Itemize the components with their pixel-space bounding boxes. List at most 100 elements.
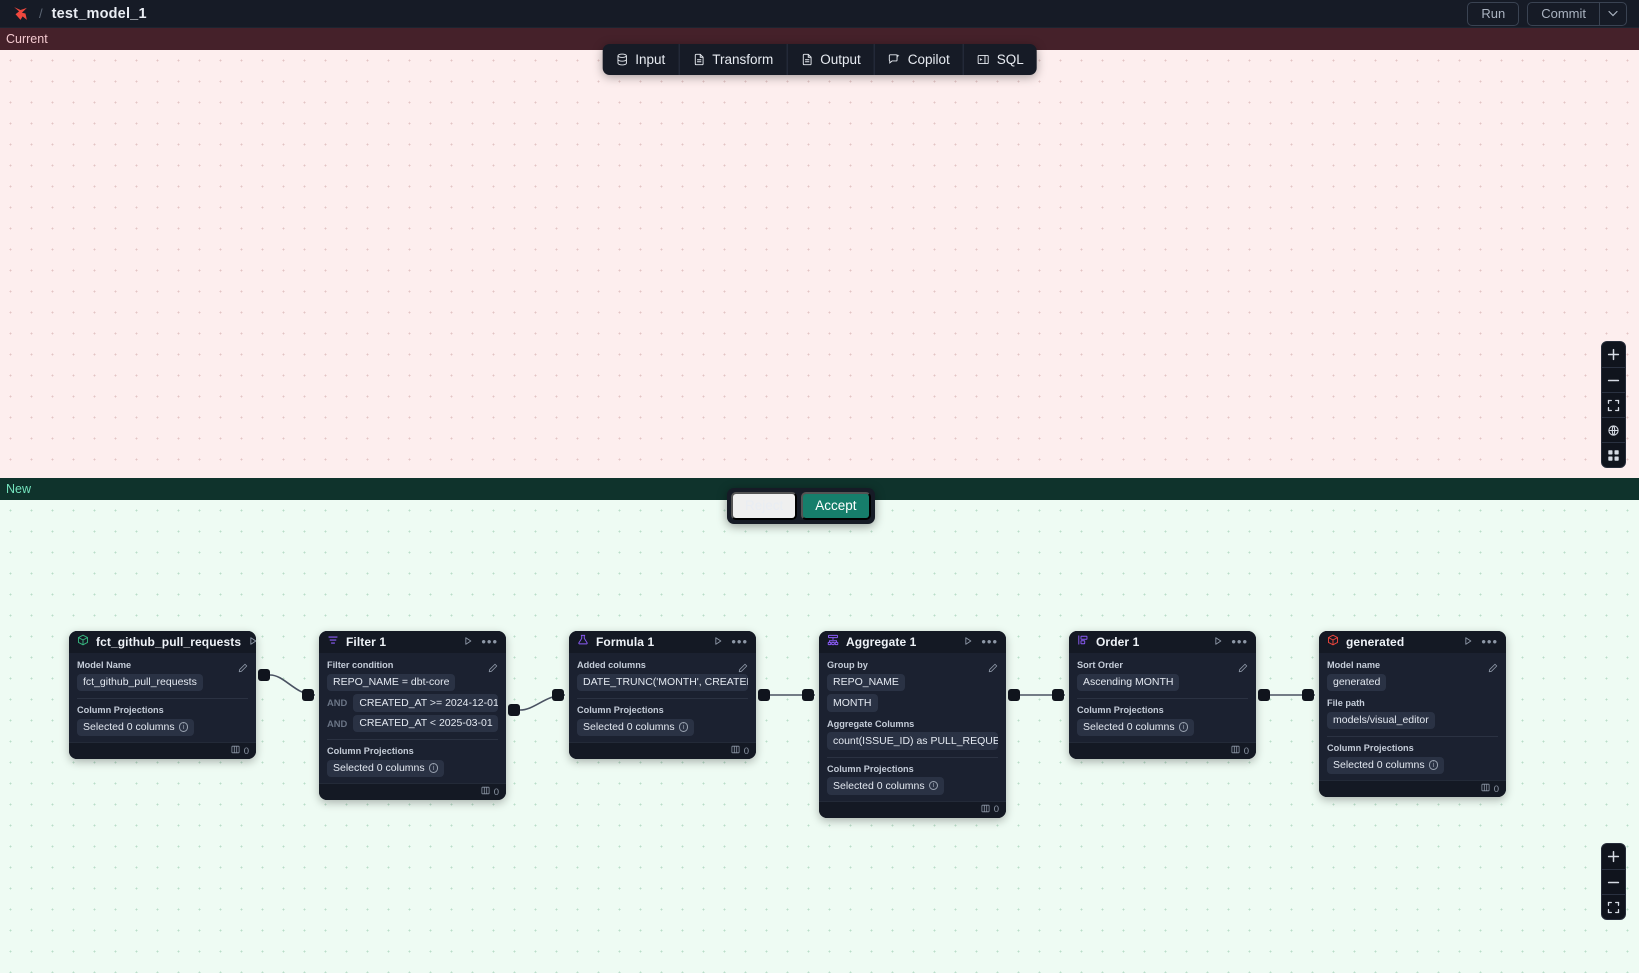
node-menu-icon[interactable]: ••• (731, 634, 748, 649)
toolbar-item-copilot[interactable]: Copilot (873, 44, 963, 75)
chevron-down-icon[interactable] (1599, 2, 1626, 25)
socket-in-filter1[interactable] (302, 689, 314, 701)
socket-out-aggregate1[interactable] (1008, 689, 1020, 701)
divider (827, 756, 998, 758)
node-header[interactable]: generated••• (1319, 631, 1506, 653)
value-chip[interactable]: CREATED_AT >= 2024-12-01 (353, 694, 498, 712)
node-header[interactable]: Aggregate 1••• (819, 631, 1006, 653)
toolbar-item-output[interactable]: Output (786, 44, 874, 75)
toolbar-item-label: Copilot (907, 52, 950, 67)
run-node-icon[interactable] (963, 633, 973, 651)
value-chip[interactable]: CREATED_AT < 2025-03-01 (353, 714, 498, 732)
edit-pencil-icon[interactable] (488, 660, 498, 678)
node-header[interactable]: Formula 1••• (569, 631, 756, 653)
columns-icon (1481, 783, 1490, 795)
socket-in-aggregate1[interactable] (802, 689, 814, 701)
node-header[interactable]: fct_github_pull_requests••• (69, 631, 256, 653)
value-chip[interactable]: REPO_NAME = dbt-core (327, 673, 456, 691)
toolbar-item-label: SQL (996, 52, 1024, 67)
value-chip[interactable]: count(ISSUE_ID) as PULL_REQUEST_… (827, 732, 998, 750)
lock-globe-icon[interactable] (1602, 417, 1625, 442)
canvas-new[interactable]: fct_github_pull_requests•••Model Namefct… (0, 500, 1639, 973)
mini-map-icon[interactable] (1602, 442, 1625, 467)
value-chip[interactable]: generated (1327, 673, 1387, 691)
node-menu-icon[interactable]: ••• (1481, 634, 1498, 649)
edit-pencil-icon[interactable] (1488, 660, 1498, 678)
value-chip[interactable]: Ascending MONTH (1077, 673, 1180, 691)
value-chip[interactable]: DATE_TRUNC('MONTH', CREATED_AT… (577, 673, 748, 691)
socket-out-filter1[interactable] (508, 704, 520, 716)
database-icon (615, 53, 628, 66)
field-label: Column Projections (577, 705, 664, 715)
brand-x-icon[interactable] (10, 4, 30, 24)
edit-pencil-icon[interactable] (988, 660, 998, 678)
fit-view-icon[interactable] (1602, 392, 1625, 417)
node-menu-icon[interactable]: ••• (981, 634, 998, 649)
edit-pencil-icon[interactable] (1238, 660, 1248, 678)
socket-out-source[interactable] (258, 669, 270, 681)
socket-out-order1[interactable] (1258, 689, 1270, 701)
zoom-in-icon[interactable] (1602, 844, 1625, 869)
columns-icon (731, 745, 740, 757)
value-chip[interactable]: models/visual_editor (1327, 711, 1435, 729)
run-node-icon[interactable] (1213, 633, 1223, 651)
info-icon[interactable]: i (1428, 760, 1439, 770)
run-button[interactable]: Run (1467, 1, 1520, 26)
value-chip[interactable]: REPO_NAME (827, 673, 905, 691)
socket-out-formula1[interactable] (758, 689, 770, 701)
run-node-icon[interactable] (463, 633, 473, 651)
node-menu-icon[interactable]: ••• (481, 634, 498, 649)
info-icon[interactable]: i (1178, 722, 1189, 732)
columns-icon (1231, 745, 1240, 757)
canvas-current[interactable] (0, 50, 1639, 478)
chip-row: fct_github_pull_requests (77, 673, 248, 691)
toolbar-item-transform[interactable]: Transform (678, 44, 786, 75)
zoom-in-icon[interactable] (1602, 342, 1625, 367)
fit-view-icon[interactable] (1602, 894, 1625, 919)
edit-pencil-icon[interactable] (238, 660, 248, 678)
run-node-icon[interactable] (713, 633, 723, 651)
socket-in-generated[interactable] (1302, 689, 1314, 701)
field-label: Model Name (77, 660, 132, 670)
info-icon[interactable]: i (928, 780, 939, 791)
node-header[interactable]: Filter 1••• (319, 631, 506, 653)
node-header[interactable]: Order 1••• (1069, 631, 1256, 653)
value-chip[interactable]: fct_github_pull_requests (77, 673, 203, 691)
reject-button[interactable]: Reject (731, 492, 798, 520)
toolbar-item-sql[interactable]: SQL (962, 44, 1037, 75)
commit-button-group[interactable]: Commit (1527, 1, 1627, 26)
value-chip[interactable]: MONTH (827, 694, 878, 712)
run-node-icon[interactable] (1463, 633, 1473, 651)
chip-text: Selected 0 columns (1083, 721, 1175, 733)
zoom-out-icon[interactable] (1602, 367, 1625, 392)
accept-button[interactable]: Accept (801, 492, 871, 520)
info-icon[interactable]: i (428, 763, 439, 773)
edit-pencil-icon[interactable] (738, 660, 748, 678)
run-node-icon[interactable] (248, 633, 256, 651)
socket-in-order1[interactable] (1052, 689, 1064, 701)
commit-button[interactable]: Commit (1541, 5, 1586, 21)
node-source[interactable]: fct_github_pull_requests••• Model Name fct… (69, 631, 256, 759)
zoom-out-icon[interactable] (1602, 869, 1625, 894)
socket-in-formula1[interactable] (552, 689, 564, 701)
node-menu-icon[interactable]: ••• (1231, 634, 1248, 649)
toolbar-item-label: Input (635, 52, 666, 67)
info-icon[interactable]: i (678, 722, 689, 732)
toolbar-item-input[interactable]: Input (602, 44, 678, 75)
info-icon[interactable]: i (178, 722, 189, 732)
